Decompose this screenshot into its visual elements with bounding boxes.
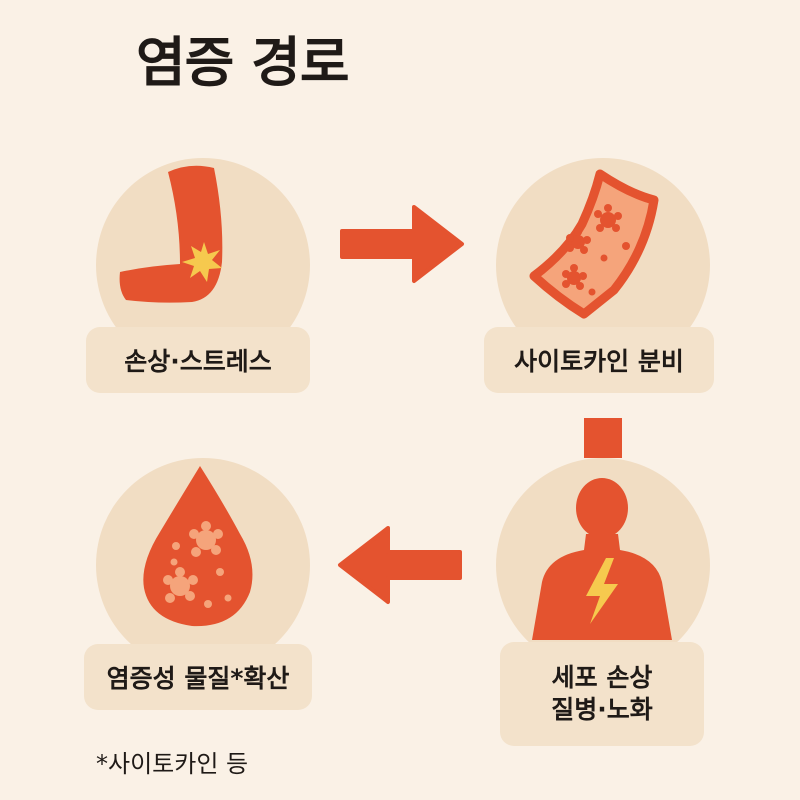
- human-body-icon: [532, 478, 672, 640]
- footnote: *사이토카인 등: [96, 750, 249, 778]
- arrow-down-icon: [584, 418, 622, 458]
- step-cytokine-label: 사이토카인 분비: [484, 327, 714, 393]
- step-damage-label-line1: 세포 손상: [551, 662, 653, 692]
- step-damage-label-line2: 질병·노화: [551, 695, 653, 724]
- arrow-right-icon: [340, 205, 464, 283]
- arrow-left-icon: [338, 526, 462, 604]
- page-title: 염증 경로: [136, 31, 350, 94]
- step-spread-label: 염증성 물질*확산: [84, 644, 312, 710]
- elbow-joint-icon: [119, 165, 223, 303]
- step-injury-label: 손상·스트레스: [86, 327, 310, 393]
- blood-vessel-icon: [529, 169, 659, 319]
- step-damage-label: 세포 손상 질병·노화: [500, 642, 704, 746]
- blood-drop-icon: [143, 466, 253, 627]
